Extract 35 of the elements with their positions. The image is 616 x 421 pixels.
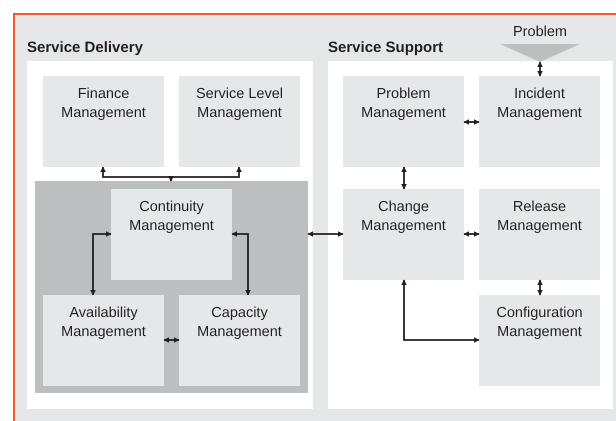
connector-arrow [463,119,480,125]
process-box [179,295,300,386]
connector-arrow [537,61,543,77]
connector-arrow [401,279,480,343]
box-label: Configuration Management [495,304,584,342]
connector-arrow [401,166,407,190]
box-label: Change Management [360,198,447,236]
process-box [343,189,464,280]
box-label: Incident Management [496,85,583,123]
connector-arrow [307,231,344,237]
process-box [111,189,232,280]
box-label: Problem Management [360,85,447,123]
connector-arrow [163,337,180,343]
box-label: Continuity Management [128,198,215,236]
box-label: Availability Management [60,304,147,342]
box-label: Finance Management [60,85,147,123]
section-heading: Service Delivery [27,39,143,56]
connector-arrow [537,279,543,296]
process-box [479,76,600,167]
process-box [43,76,164,167]
box-label: Capacity Management [196,304,283,342]
input-label: Problem [512,24,568,40]
process-box [43,295,164,386]
connector-arrow [90,231,112,296]
process-box [179,76,300,167]
process-box [479,295,600,386]
connector-arrow [231,231,251,296]
process-box [343,76,464,167]
box-label: Service Level Management [194,85,284,123]
process-box [479,189,600,280]
box-label: Release Management [496,198,583,236]
connector-arrow [168,166,242,182]
section-heading: Service Support [328,39,444,56]
group-background [35,181,308,393]
connector-arrow [463,231,480,237]
